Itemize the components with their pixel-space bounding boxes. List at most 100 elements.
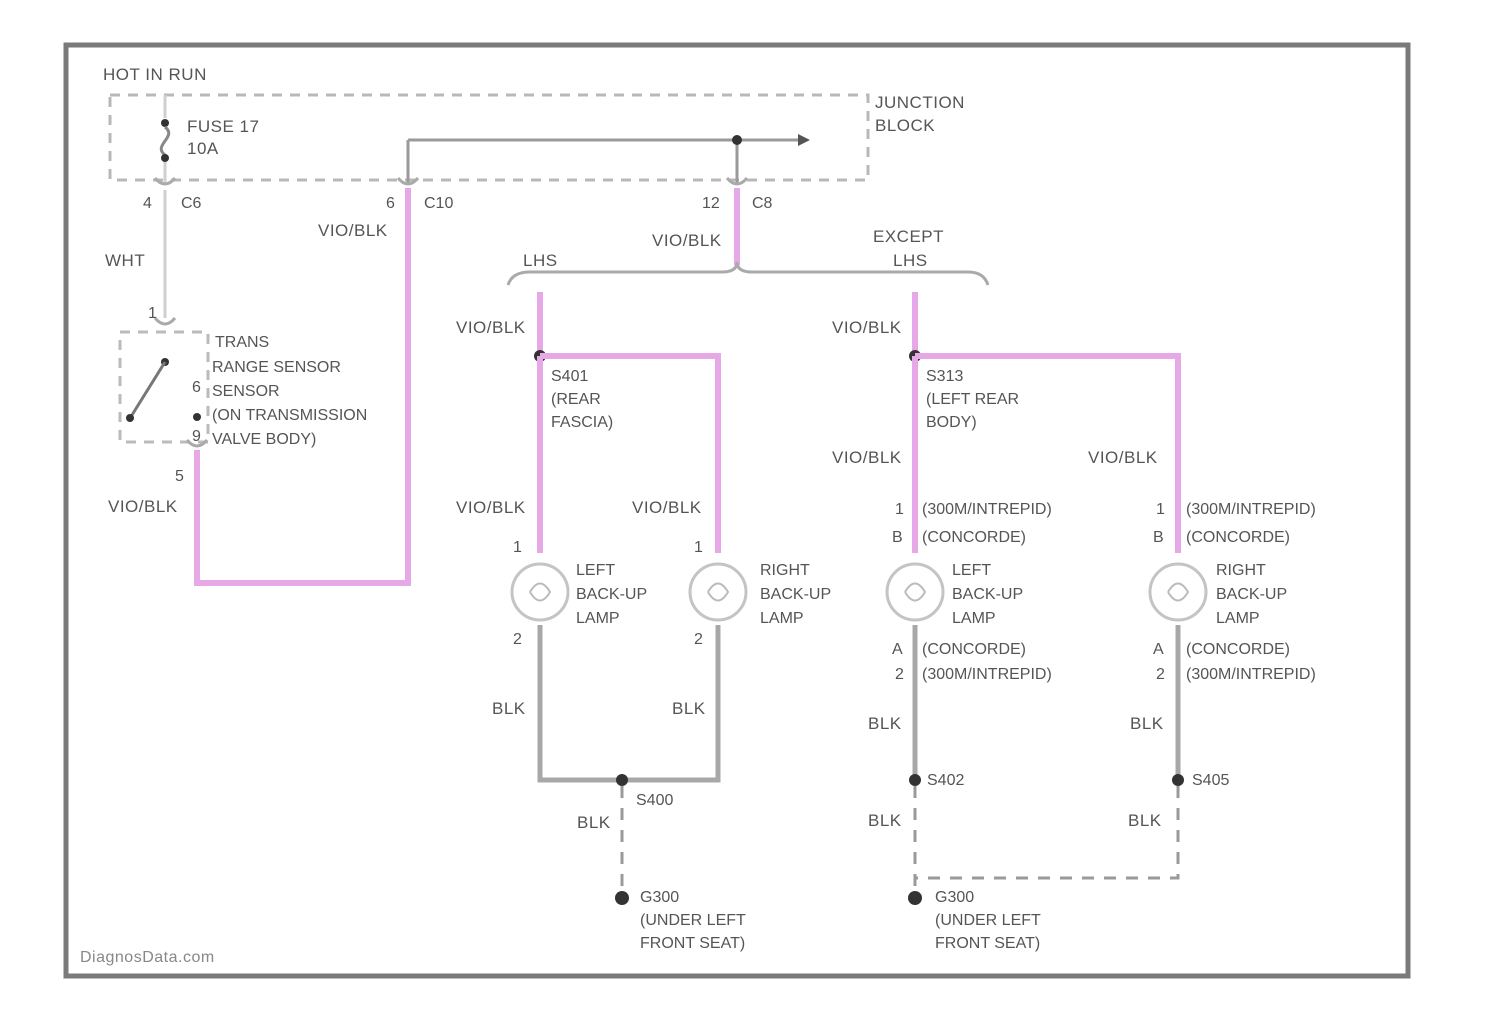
s313-loc-2: BODY) <box>926 414 977 431</box>
except-left-blk-label: BLK <box>868 714 902 733</box>
except-right-backup-lamp <box>1150 564 1206 620</box>
except-right-ground-blk: BLK <box>1128 811 1162 830</box>
s401-loc-2: FASCIA) <box>551 414 613 431</box>
except-left-intrepid-top: (300M/INTREPID) <box>922 501 1052 518</box>
wht-wire-label: WHT <box>105 251 145 270</box>
sensor-pin-mid: 6 <box>192 379 201 396</box>
except-left-pin2: 2 <box>895 666 904 683</box>
lhs-right-backup-lamp <box>690 564 746 620</box>
c10-wire-label: VIO/BLK <box>318 221 388 240</box>
c6-pin: 4 <box>143 195 152 212</box>
lhs-left-lamp-name-1: LEFT <box>576 562 615 579</box>
ground-g300-lhs <box>615 891 629 905</box>
except-right-intrepid-top: (300M/INTREPID) <box>1186 501 1316 518</box>
g300-lhs-loc-1: (UNDER LEFT <box>640 912 746 929</box>
lhs-left-lamp-name-2: BACK-UP <box>576 586 647 603</box>
except-right-blk-label: BLK <box>1130 714 1164 733</box>
except-right-pina: A <box>1153 641 1164 658</box>
except-left-lamp-name-2: BACK-UP <box>952 586 1023 603</box>
fuse-rating: 10A <box>187 139 219 158</box>
lhs-feed-label: VIO/BLK <box>456 318 526 337</box>
branch-except-label-2: LHS <box>893 251 928 270</box>
bus-continue-arrow <box>798 134 810 146</box>
g300-lhs-loc-2: FRONT SEAT) <box>640 935 745 952</box>
sensor-pin-bottom: 5 <box>175 468 184 485</box>
except-left-wire-label: VIO/BLK <box>832 448 902 467</box>
c10-pin: 6 <box>386 195 395 212</box>
except-feed-label: VIO/BLK <box>832 318 902 337</box>
branch-except-label: EXCEPT <box>873 227 944 246</box>
lhs-right-lamp-pin1: 1 <box>694 539 703 556</box>
except-left-concorde-bottom: (CONCORDE) <box>922 641 1026 658</box>
c10-name: C10 <box>424 195 453 212</box>
lhs-right-blk-label: BLK <box>672 699 706 718</box>
c8-wire-label: VIO/BLK <box>652 231 722 250</box>
lhs-right-feed <box>540 356 718 553</box>
splice-s400 <box>616 774 628 786</box>
s402-name: S402 <box>927 772 964 789</box>
splice-s405 <box>1172 774 1184 786</box>
g300-except-loc-2: FRONT SEAT) <box>935 935 1040 952</box>
except-left-backup-lamp <box>887 564 943 620</box>
except-right-lamp-name-2: BACK-UP <box>1216 586 1287 603</box>
lhs-left-wire-label: VIO/BLK <box>456 498 526 517</box>
bus-junction-dot <box>732 135 742 145</box>
except-left-lamp-name-3: LAMP <box>952 610 996 627</box>
s313-loc-1: (LEFT REAR <box>926 391 1019 408</box>
except-left-lamp-name-1: LEFT <box>952 562 991 579</box>
lhs-right-lamp-pin2: 2 <box>694 631 703 648</box>
s401-loc-1: (REAR <box>551 391 601 408</box>
except-right-lamp-name-1: RIGHT <box>1216 562 1266 579</box>
g300-lhs-name: G300 <box>640 889 679 906</box>
lhs-left-lamp-pin1: 1 <box>513 539 522 556</box>
sensor-pin-top: 1 <box>148 305 157 322</box>
s401-name: S401 <box>551 368 588 385</box>
lhs-left-lamp-name-3: LAMP <box>576 610 620 627</box>
c8-pin: 12 <box>702 195 720 212</box>
s405-name: S405 <box>1192 772 1229 789</box>
c8-name: C8 <box>752 195 773 212</box>
except-left-pinb: B <box>892 529 903 546</box>
lhs-right-lamp-name-1: RIGHT <box>760 562 810 579</box>
except-right-concorde-top: (CONCORDE) <box>1186 529 1290 546</box>
watermark: DiagnosData.com <box>80 949 215 966</box>
except-left-pina: A <box>892 641 903 658</box>
except-ground-dash <box>915 786 1178 878</box>
except-left-intrepid-bottom: (300M/INTREPID) <box>922 666 1052 683</box>
sensor-name-5: VALVE BODY) <box>212 431 316 448</box>
g300-except-name: G300 <box>935 889 974 906</box>
s313-name: S313 <box>926 368 963 385</box>
except-right-pinb: B <box>1153 529 1164 546</box>
sensor-name-3: SENSOR <box>212 383 280 400</box>
hot-in-run-label: HOT IN RUN <box>103 65 207 84</box>
sensor-name-1: TRANS <box>215 334 269 351</box>
except-right-pin2: 2 <box>1156 666 1165 683</box>
sensor-pin-low: 9 <box>192 428 201 445</box>
lhs-left-lamp-pin2: 2 <box>513 631 522 648</box>
ground-g300-except <box>908 891 922 905</box>
lhs-right-lamp-name-2: BACK-UP <box>760 586 831 603</box>
lhs-left-blk-label: BLK <box>492 699 526 718</box>
except-right-pin1: 1 <box>1156 501 1165 518</box>
splice-s402 <box>909 774 921 786</box>
branch-lhs-label: LHS <box>523 251 558 270</box>
lhs-right-wire-label: VIO/BLK <box>632 498 702 517</box>
except-right-wire-label: VIO/BLK <box>1088 448 1158 467</box>
fuse-name: FUSE 17 <box>187 117 259 136</box>
sensor-wire-label: VIO/BLK <box>108 497 178 516</box>
c6-name: C6 <box>181 195 202 212</box>
except-right-intrepid-bottom: (300M/INTREPID) <box>1186 666 1316 683</box>
lhs-left-backup-lamp <box>512 564 568 620</box>
sensor-name-2: RANGE SENSOR <box>212 359 341 376</box>
except-right-lamp-name-3: LAMP <box>1216 610 1260 627</box>
sensor-name-4: (ON TRANSMISSION <box>212 407 367 424</box>
junction-block-label-2: BLOCK <box>875 116 935 135</box>
fuse-17 <box>161 95 169 185</box>
junction-block-label: JUNCTION <box>875 93 965 112</box>
junction-block-box <box>110 95 868 180</box>
except-right-concorde-bottom: (CONCORDE) <box>1186 641 1290 658</box>
lhs-right-lamp-name-3: LAMP <box>760 610 804 627</box>
lhs-ground-blk-label: BLK <box>577 813 611 832</box>
g300-except-loc-1: (UNDER LEFT <box>935 912 1041 929</box>
